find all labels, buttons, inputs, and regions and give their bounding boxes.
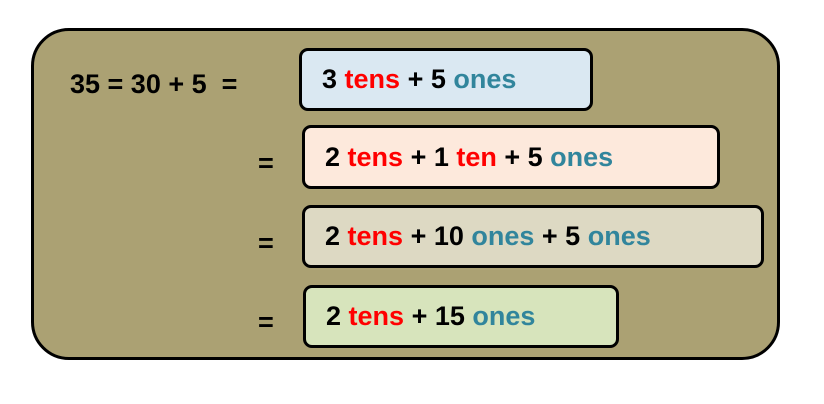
term-tens: ten xyxy=(456,141,497,172)
expression-box-2: 2 tens + 1 ten + 5 ones xyxy=(302,125,720,189)
term-plain: + 5 xyxy=(496,141,551,172)
left-hand-side: 35 = 30 + 5 = xyxy=(70,69,238,99)
term-tens: tens xyxy=(348,301,405,331)
term-ones: ones xyxy=(471,221,535,251)
term-plain: + 15 xyxy=(404,301,473,331)
equals-sign-row-3: = xyxy=(258,228,274,258)
term-plain: 2 xyxy=(326,301,349,331)
term-plain: 2 xyxy=(325,221,348,251)
term-plain: 3 xyxy=(322,64,345,94)
expression-box-1: 3 tens + 5 ones xyxy=(299,48,593,111)
term-ones: ones xyxy=(550,141,614,172)
term-plain: + 10 xyxy=(403,221,472,251)
term-ones: ones xyxy=(453,64,517,94)
term-tens: tens xyxy=(347,221,404,251)
expression-box-3: 2 tens + 10 ones + 5 ones xyxy=(302,205,764,268)
equals-sign-row-4: = xyxy=(258,307,274,337)
term-plain: 2 xyxy=(325,141,348,172)
term-tens: tens xyxy=(347,141,404,172)
term-plain: + 5 xyxy=(534,221,588,251)
term-ones: ones xyxy=(472,301,536,331)
equals-sign-row-2: = xyxy=(258,148,274,178)
term-plain: + 1 xyxy=(403,141,457,172)
term-tens: tens xyxy=(344,64,401,94)
expression-box-4: 2 tens + 15 ones xyxy=(303,285,619,348)
term-plain: + 5 xyxy=(400,64,454,94)
term-ones: ones xyxy=(587,221,651,251)
